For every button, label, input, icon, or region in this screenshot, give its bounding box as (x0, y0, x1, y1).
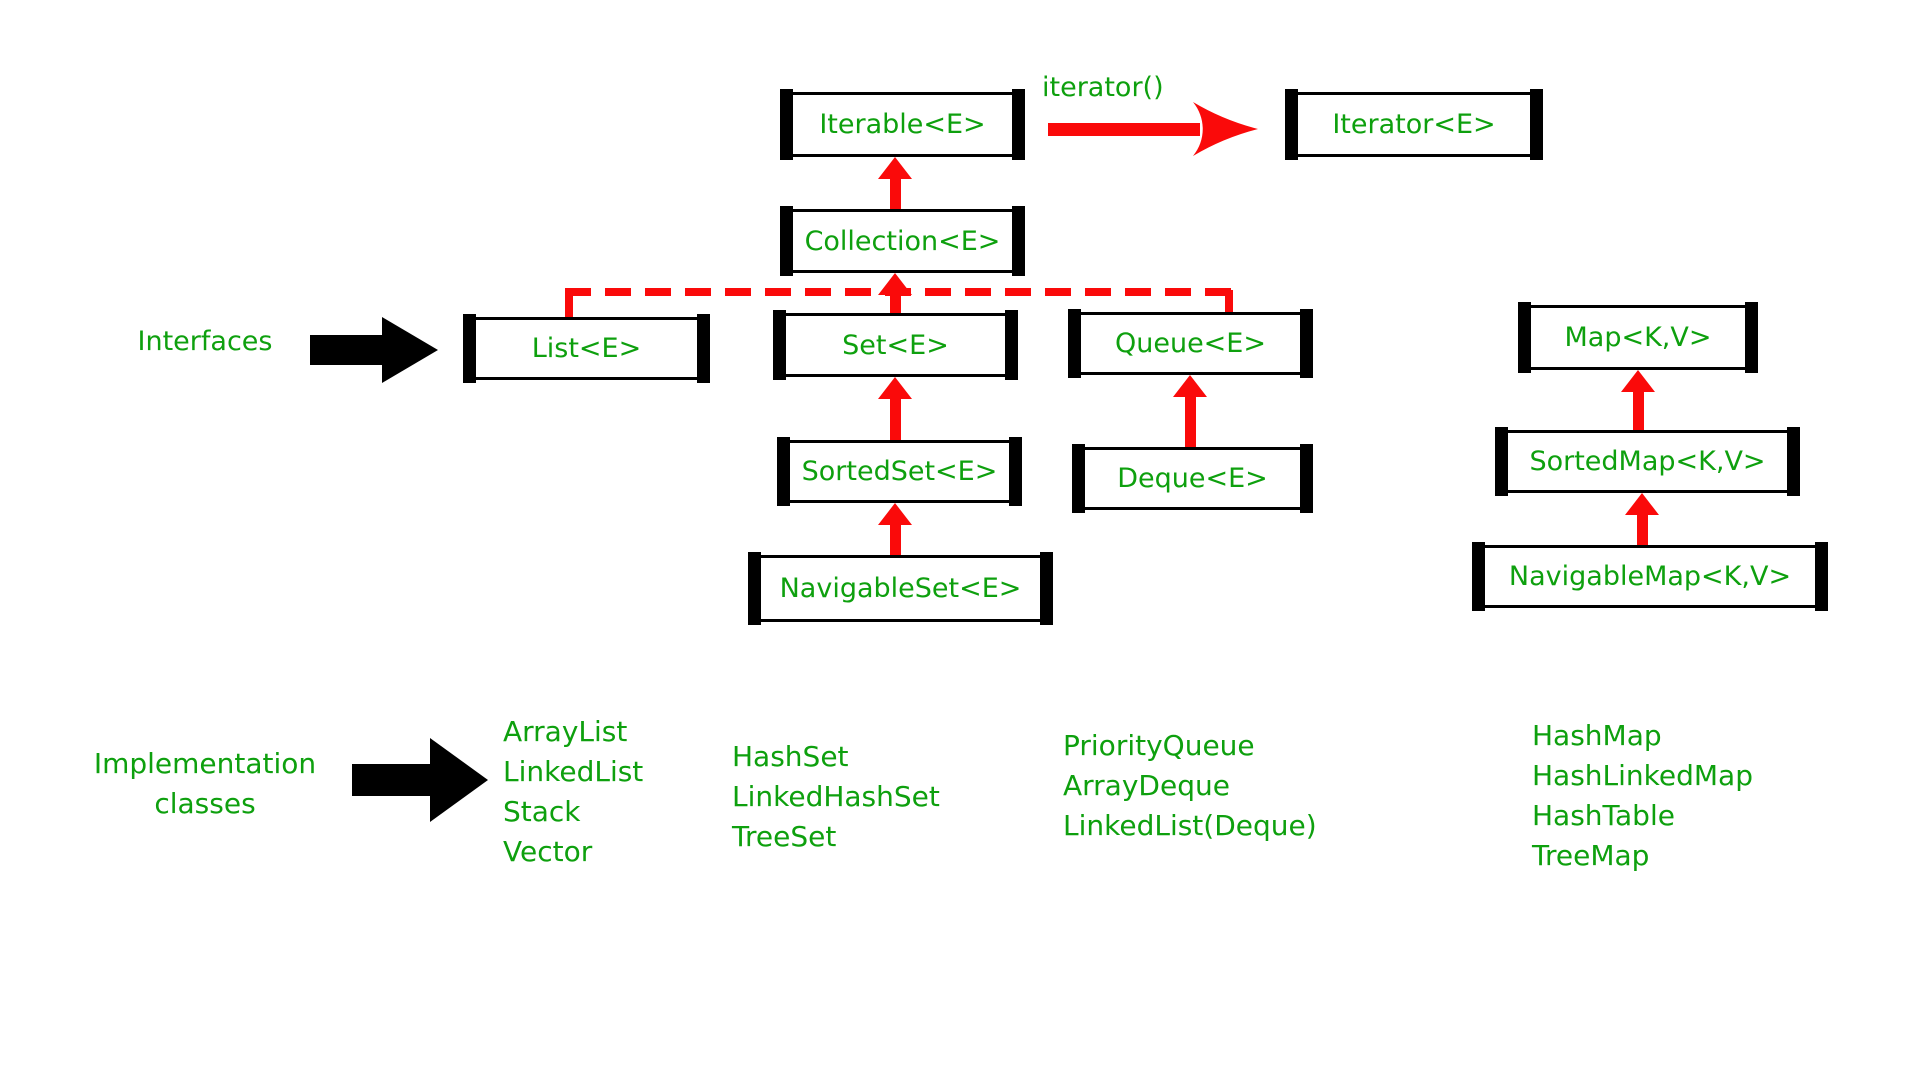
list-item: ArrayList (503, 715, 628, 748)
sortedset-label: SortedSet<E> (801, 456, 998, 487)
sortedmap-to-map-arrow-icon (1621, 370, 1655, 430)
navigableset-label: NavigableSet<E> (779, 573, 1022, 604)
set-to-collection-arrow-icon (878, 273, 912, 313)
set-box: Set<E> (773, 310, 1018, 380)
arrowhead-icon (1625, 493, 1659, 515)
list-item: LinkedList(Deque) (1063, 809, 1317, 842)
deque-to-queue-arrow-icon (1173, 375, 1207, 447)
list-item: HashTable (1532, 799, 1675, 832)
list-implementations: ArrayList LinkedList Stack Vector (503, 712, 643, 872)
deque-box: Deque<E> (1072, 444, 1313, 513)
list-item: HashLinkedMap (1532, 759, 1753, 792)
arrowhead-icon (1621, 370, 1655, 392)
iterator-method-label: iterator() (1042, 72, 1164, 103)
interfaces-section-label: Interfaces (137, 326, 273, 357)
list-item: TreeMap (1532, 839, 1650, 872)
dashed-connector-right-drop (1225, 290, 1233, 313)
implementation-label-line1: Implementation (93, 747, 317, 780)
iterator-box: Iterator<E> (1285, 89, 1543, 160)
queue-box: Queue<E> (1068, 309, 1313, 378)
sortedset-to-set-arrow-icon (878, 377, 912, 440)
queue-implementations: PriorityQueue ArrayDeque LinkedList(Dequ… (1063, 726, 1317, 846)
arrowhead-icon (878, 157, 912, 179)
list-item: LinkedHashSet (732, 780, 940, 813)
arrowhead-icon (1173, 375, 1207, 397)
list-item: PriorityQueue (1063, 729, 1255, 762)
list-label: List<E> (531, 333, 642, 364)
implementation-section-label: Implementation classes (60, 744, 350, 824)
list-item: HashSet (732, 740, 849, 773)
dashed-connector-left-drop (565, 290, 573, 318)
navigablemap-box: NavigableMap<K,V> (1472, 542, 1828, 611)
iterable-label: Iterable<E> (819, 109, 986, 140)
map-box: Map<K,V> (1518, 302, 1758, 373)
list-item: TreeSet (732, 820, 837, 853)
arrowhead-icon (878, 273, 912, 295)
iterable-box: Iterable<E> (780, 89, 1025, 160)
navigableset-to-sortedset-arrow-icon (878, 503, 912, 555)
list-box: List<E> (463, 314, 710, 383)
deque-label: Deque<E> (1117, 463, 1268, 494)
map-implementations: HashMap HashLinkedMap HashTable TreeMap (1532, 716, 1753, 876)
navigableset-box: NavigableSet<E> (748, 552, 1053, 625)
iterator-arrow-icon (1048, 102, 1258, 156)
implementation-arrow-icon (352, 738, 488, 822)
navigablemap-to-sortedmap-arrow-icon (1625, 493, 1659, 545)
set-implementations: HashSet LinkedHashSet TreeSet (732, 737, 940, 857)
sortedmap-label: SortedMap<K,V> (1529, 446, 1766, 477)
list-item: HashMap (1532, 719, 1662, 752)
list-item: Vector (503, 835, 593, 868)
collection-label: Collection<E> (804, 225, 1001, 257)
list-item: LinkedList (503, 755, 644, 788)
collection-to-iterable-arrow-icon (878, 157, 912, 209)
map-label: Map<K,V> (1564, 322, 1712, 353)
queue-label: Queue<E> (1114, 328, 1266, 359)
iterator-label: Iterator<E> (1332, 109, 1496, 140)
set-label: Set<E> (842, 329, 949, 361)
interfaces-arrow-icon (310, 317, 438, 383)
arrowhead-icon (878, 377, 912, 399)
list-item: ArrayDeque (1063, 769, 1230, 802)
sortedmap-box: SortedMap<K,V> (1495, 427, 1800, 496)
navigablemap-label: NavigableMap<K,V> (1508, 561, 1792, 592)
arrowhead-icon (878, 503, 912, 525)
implementation-label-line2: classes (154, 787, 256, 820)
list-item: Stack (503, 795, 581, 828)
collection-box: Collection<E> (780, 206, 1025, 276)
sortedset-box: SortedSet<E> (777, 437, 1022, 506)
